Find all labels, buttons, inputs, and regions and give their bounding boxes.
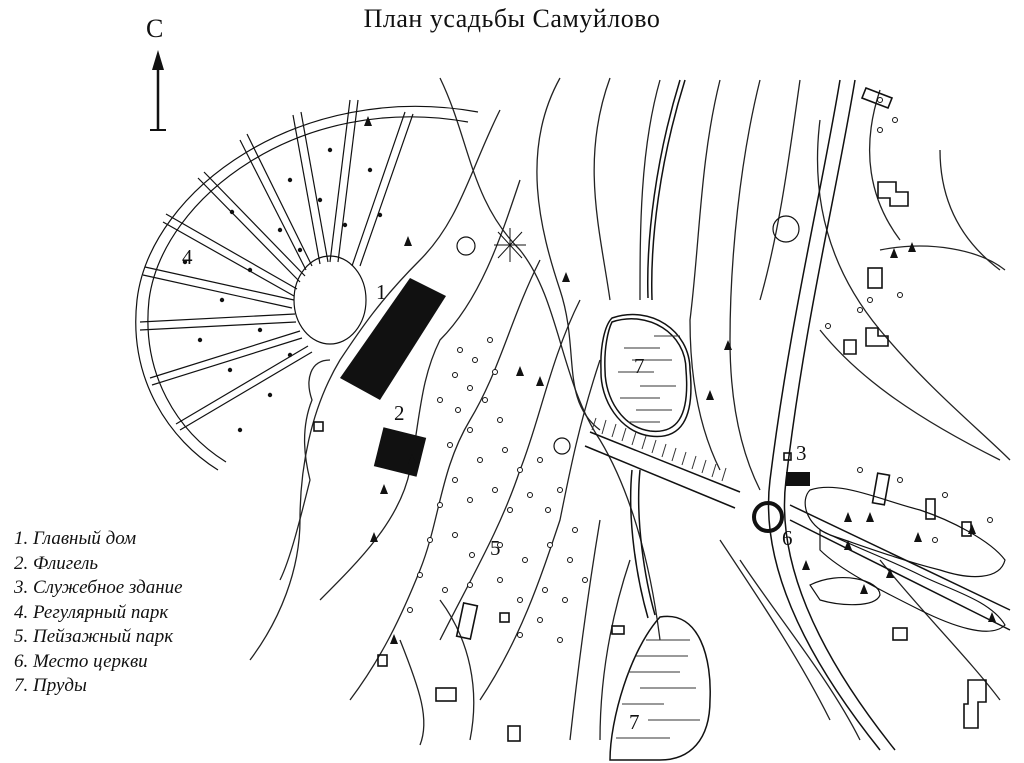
pond-hatching: [616, 335, 700, 739]
map-label-pond-south: 7: [629, 710, 640, 734]
map-label-church: 6: [782, 526, 793, 550]
buildings: [313, 86, 987, 742]
map-label-pond-north: 7: [634, 354, 645, 378]
map-label-regular-park: 4: [182, 245, 193, 269]
map-title: План усадьбы Самуйлово: [363, 4, 661, 33]
map-label-wing: 2: [394, 401, 405, 425]
map-label-service: 3: [796, 441, 807, 465]
fan-park-trees: [182, 147, 383, 433]
legend-item: 7. Пруды: [14, 675, 87, 696]
dam-and-roads: [584, 79, 1011, 751]
landscape-park-trees: [407, 97, 993, 643]
church-site-marker: [752, 501, 784, 533]
legend-item: 4. Регулярный парк: [14, 601, 169, 623]
legend-item: 6. Место церкви: [14, 650, 148, 672]
legend-item: 1. Главный дом: [14, 528, 137, 549]
contour-lines: [249, 77, 1011, 746]
north-label: С: [146, 14, 164, 43]
tree-clumps: [456, 215, 1006, 632]
dam-hatching: [591, 417, 727, 482]
ponds: [600, 79, 711, 761]
map-label-landscape-park: 5: [490, 536, 501, 560]
sundial-star: [494, 228, 526, 262]
regular-park-fan: [135, 99, 479, 471]
map-label-main-house: 1: [376, 280, 387, 304]
legend-item: 3. Служебное здание: [14, 577, 183, 598]
north-arrow: [150, 50, 166, 131]
legend-item: 5. Пейзажный парк: [14, 626, 174, 647]
conifer-trees: [364, 116, 996, 644]
legend: 1. Главный дом 2. Флигель 3. Служебное з…: [14, 527, 183, 699]
legend-item: 2. Флигель: [14, 552, 99, 574]
